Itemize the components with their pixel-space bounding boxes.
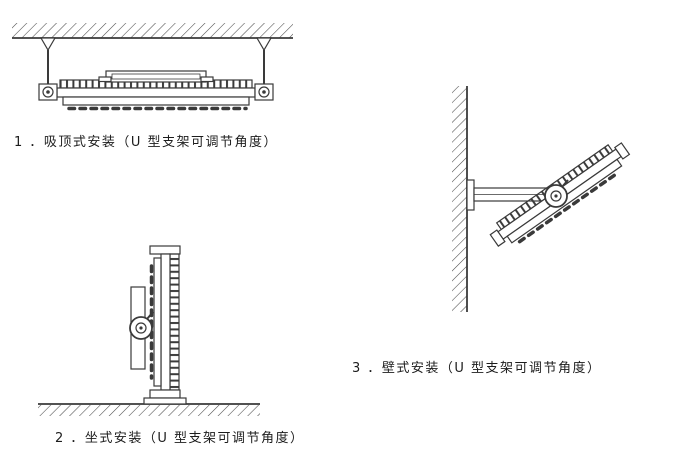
right-hanger-hook: [255, 37, 273, 52]
knob-inner-ring: [135, 322, 147, 334]
caption-seated-mount: 2 ．坐式安装（U 型支架可调节角度）: [55, 431, 305, 446]
ground-hatch: [38, 405, 260, 416]
lamp-base: [143, 397, 187, 405]
mounting-plate: [105, 70, 207, 83]
lamp-bottom-cap: [149, 389, 181, 399]
plate-foot-left: [98, 76, 112, 83]
lamp-body: [160, 253, 171, 391]
left-bolt-center: [46, 90, 50, 94]
lamp-lens-scallops: [517, 170, 621, 244]
knob-inner-ring: [550, 190, 562, 202]
knob-center: [554, 194, 558, 198]
figure-seated-mount: [38, 245, 260, 416]
left-hanger-hook: [39, 37, 57, 52]
figure-ceiling-mount: [12, 23, 293, 111]
lamp-frame: [62, 96, 250, 106]
lamp-end-cap-right: [613, 142, 631, 160]
knob-lever: [561, 179, 569, 188]
caption-ceiling-mount: 1 ．吸顶式安装（U 型支架可调节角度）: [14, 135, 279, 150]
plate-foot-right: [200, 76, 214, 83]
knob-lever: [146, 311, 154, 320]
ceiling-hatch: [12, 23, 293, 38]
knob-center: [139, 326, 143, 330]
lamp-frame: [153, 257, 162, 387]
lamp-body: [56, 87, 256, 98]
left-bolt-icon: [42, 86, 54, 98]
mounting-plate-inner: [111, 73, 201, 80]
caption-wall-mount: 3 ．壁式安装（U 型支架可调节角度）: [352, 361, 602, 376]
right-bolt-center: [262, 90, 266, 94]
figure-wall-mount: [452, 86, 631, 312]
right-bolt-icon: [258, 86, 270, 98]
lamp-fins: [169, 253, 180, 391]
lamp-end-cap-left: [489, 229, 506, 247]
wall-hatch: [452, 86, 467, 312]
lamp-top-cap: [149, 245, 181, 255]
wall-flange: [466, 179, 475, 211]
